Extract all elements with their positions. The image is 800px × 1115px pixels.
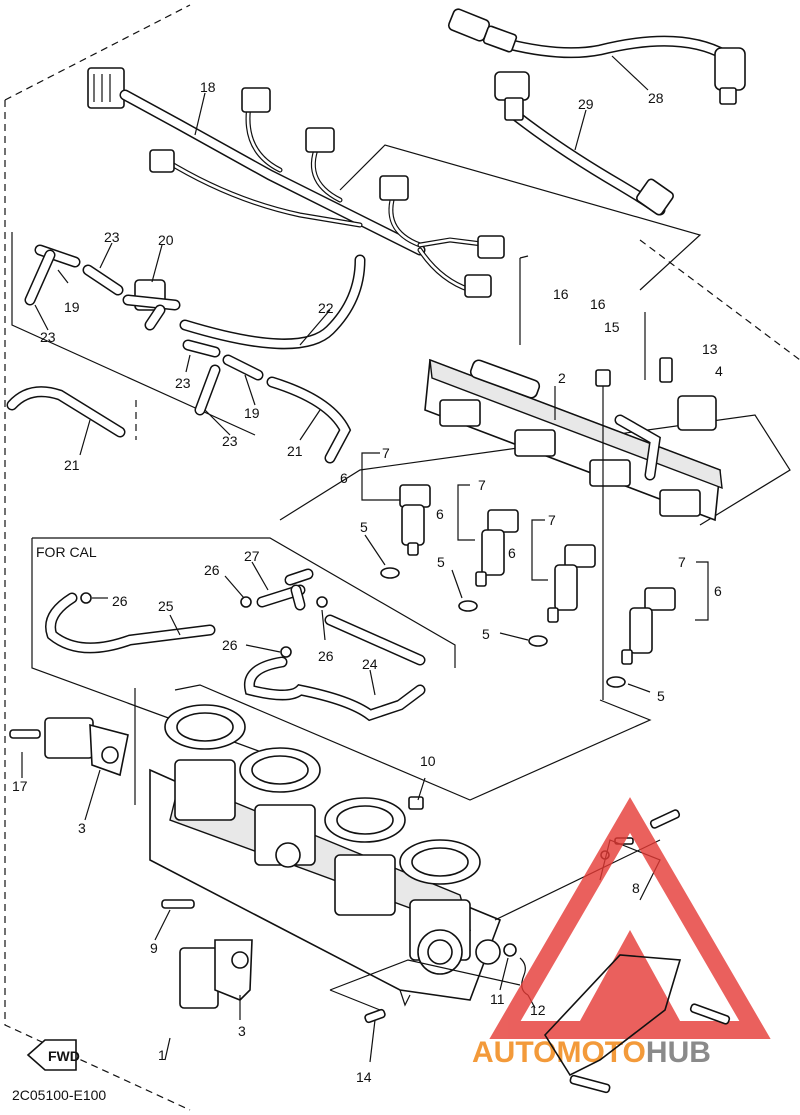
- fwd-arrow: FWD: [26, 1039, 80, 1071]
- callout-21-a: 21: [64, 457, 80, 473]
- fuel-rail-assembly: [279, 255, 791, 700]
- callout-23-a: 23: [104, 229, 120, 245]
- callout-22: 22: [318, 300, 334, 316]
- watermark-part-moto: MOTO: [556, 1036, 645, 1069]
- injector-brackets: [361, 452, 709, 693]
- callout-3-upper: 3: [78, 820, 86, 836]
- callout-29: 29: [578, 96, 594, 112]
- callout-6-b: 6: [436, 506, 444, 522]
- assembly-boundary: [4, 4, 800, 1111]
- callout-20: 20: [158, 232, 174, 248]
- callout-26-a: 26: [112, 593, 128, 609]
- fwd-label: FWD: [48, 1048, 80, 1064]
- callout-26-b: 26: [204, 562, 220, 578]
- injector-3: [528, 544, 596, 647]
- throttle-body: [134, 684, 661, 1061]
- callout-16-a: 16: [553, 286, 569, 302]
- callout-7-b: 7: [478, 477, 486, 493]
- for-cal-section: [31, 537, 456, 769]
- cover-plate: [543, 954, 731, 1094]
- callout-7-c: 7: [548, 512, 556, 528]
- wire-harness: [87, 67, 702, 298]
- callout-13: 13: [702, 341, 718, 357]
- callout-16-b: 16: [590, 296, 606, 312]
- callout-10: 10: [420, 753, 436, 769]
- callout-15: 15: [604, 319, 620, 335]
- callout-27: 27: [244, 548, 260, 564]
- sensor-upper: [9, 717, 129, 821]
- callout-18: 18: [200, 79, 216, 95]
- watermark-part-hub: HUB: [646, 1036, 711, 1069]
- callout-3-lower: 3: [238, 1023, 246, 1039]
- callout-23-c: 23: [175, 375, 191, 391]
- callout-23-d: 23: [222, 433, 238, 449]
- callout-4: 4: [715, 363, 723, 379]
- callout-7-a: 7: [382, 445, 390, 461]
- callout-21-b: 21: [287, 443, 303, 459]
- watermark-part-auto: AUTO: [472, 1036, 556, 1069]
- sensor-lower: [154, 899, 253, 1020]
- callout-11: 11: [490, 991, 505, 1007]
- callout-6-a: 6: [340, 470, 348, 486]
- figure-code: 2C05100-E100: [12, 1087, 106, 1103]
- callout-28: 28: [648, 90, 664, 106]
- callout-1: 1: [158, 1047, 166, 1063]
- callout-6-d: 6: [714, 583, 722, 599]
- callout-17: 17: [12, 778, 28, 794]
- callout-8: 8: [632, 880, 640, 896]
- callout-24: 24: [362, 656, 378, 672]
- callout-5-d: 5: [657, 688, 665, 704]
- callout-5-b: 5: [437, 554, 445, 570]
- callout-7-d: 7: [678, 554, 686, 570]
- watermark-text: AUTOMOTOHUB: [472, 1036, 711, 1069]
- callout-19-a: 19: [64, 299, 80, 315]
- for-cal-label: FOR CAL: [36, 544, 97, 560]
- callout-6-c: 6: [508, 545, 516, 561]
- callout-23-b: 23: [40, 329, 56, 345]
- callout-19-b: 19: [244, 405, 260, 421]
- injector-1: [380, 484, 431, 579]
- callout-26-d: 26: [318, 648, 334, 664]
- vacuum-hose-group: [6, 232, 366, 464]
- callout-12: 12: [530, 1002, 546, 1018]
- watermark-logo: [489, 797, 771, 1039]
- callout-5-c: 5: [482, 626, 490, 642]
- callout-5-a: 5: [360, 519, 368, 535]
- callout-25: 25: [158, 598, 174, 614]
- injector-4: [606, 587, 676, 688]
- fuel-hose-assembly: [447, 8, 746, 216]
- callout-14: 14: [356, 1069, 372, 1085]
- injector-2: [458, 509, 519, 612]
- callout-26-c: 26: [222, 637, 238, 653]
- callout-9: 9: [150, 940, 158, 956]
- callout-2: 2: [558, 370, 566, 386]
